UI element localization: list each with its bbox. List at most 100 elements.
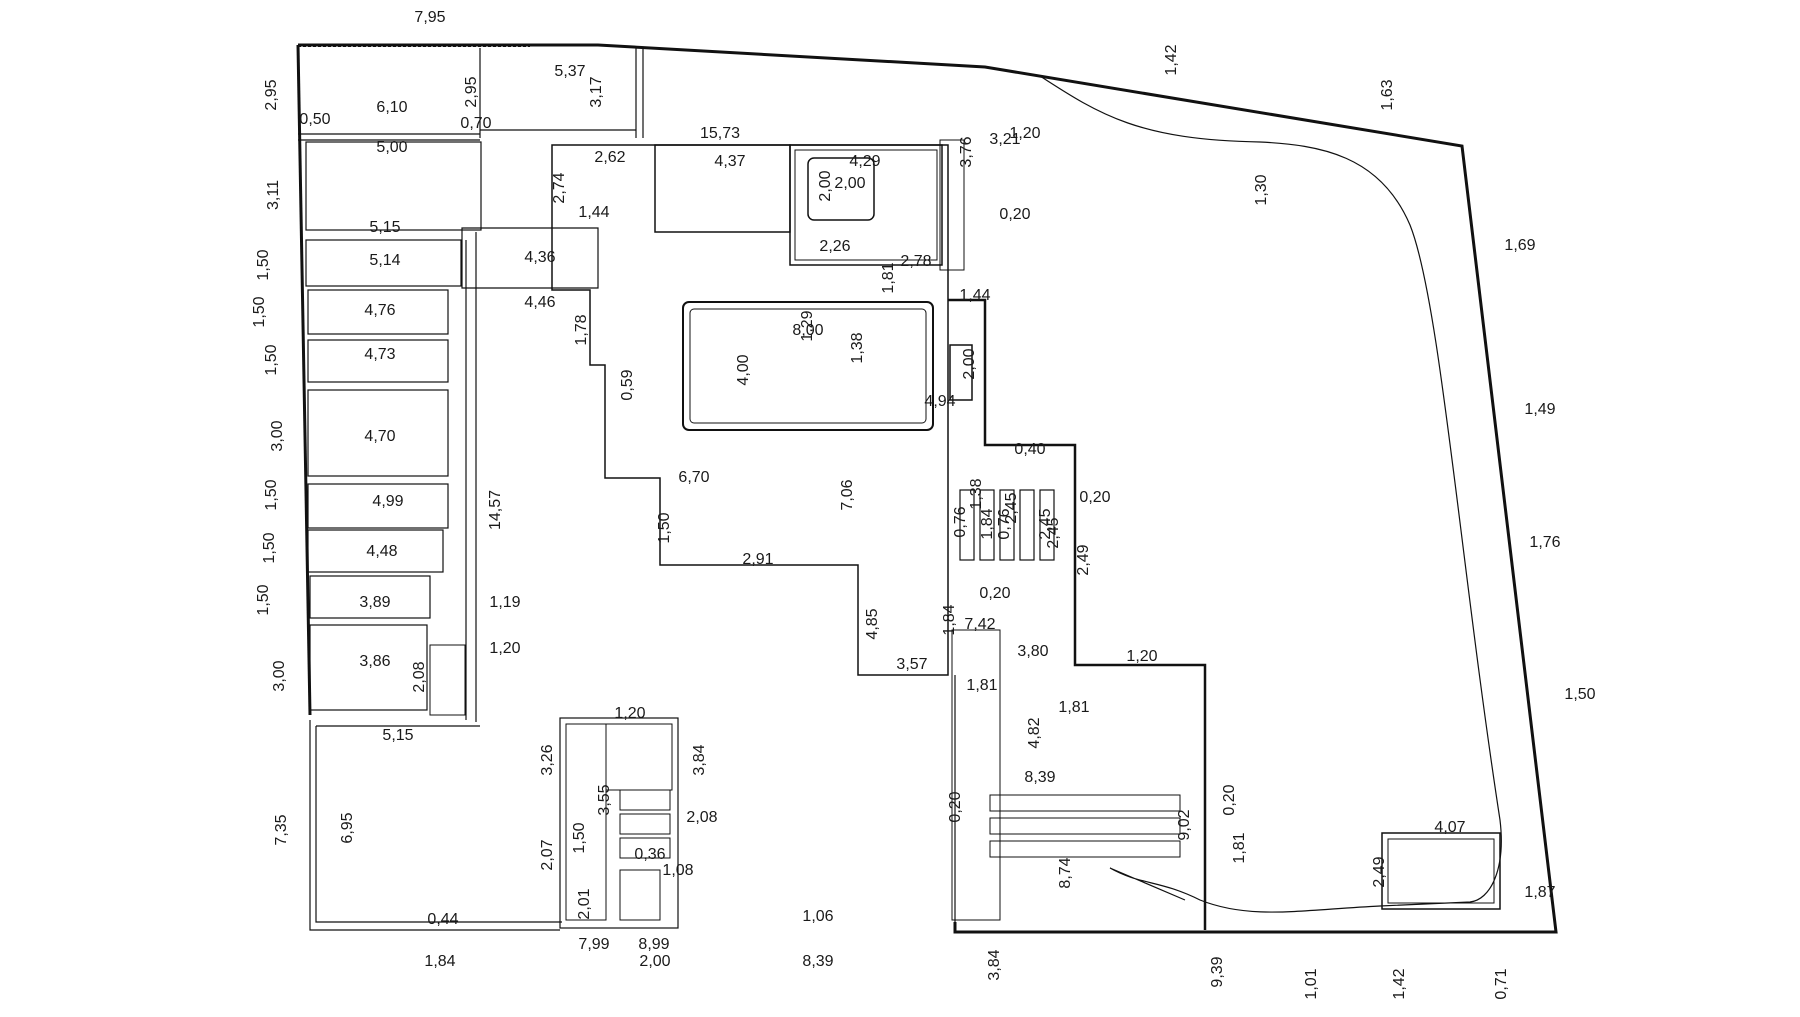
dimension-label: 1,08 [662,862,693,879]
dimension-label: 1,06 [802,908,833,925]
dimension-label: 2,49 [1075,544,1092,575]
dimension-label: 4,76 [364,302,395,319]
dimension-label: 1,81 [966,677,997,694]
dimension-label: 1,84 [979,508,996,539]
dimension-label: 1,49 [1524,401,1555,418]
dimension-label: 2,08 [686,809,717,826]
dimension-label: 1,50 [261,532,278,563]
dimension-label: 2,00 [639,953,670,970]
dimension-label: 1,50 [251,296,268,327]
dimension-label: 2,95 [263,79,280,110]
left-rooms [298,48,644,722]
dimension-label: 5,15 [382,727,413,744]
dimension-label: 6,70 [678,469,709,486]
dimension-label: 7,35 [273,814,290,845]
dimension-label: 2,07 [539,839,556,870]
dimension-label: 2,45 [1003,492,1020,523]
dimension-label: 1,29 [799,310,816,341]
property-boundary [296,43,1558,934]
dimension-label: 6,95 [339,812,356,843]
dimension-label: 3,84 [691,744,708,775]
dimension-label: 0,44 [427,911,458,928]
dimension-label: 3,84 [986,949,1003,980]
dimension-label: 4,07 [1434,819,1465,836]
dimension-label: 1,01 [1303,968,1320,999]
dimension-label: 1,20 [1126,648,1157,665]
dimension-label: 0,20 [979,585,1010,602]
dimension-label: 1,38 [849,332,866,363]
dimension-label: 8,74 [1057,857,1074,888]
dimension-label: 8,00 [792,322,823,339]
dimension-label: 0,50 [299,111,330,128]
dimension-label: 4,82 [1026,717,1043,748]
dimension-label: 0,40 [1014,441,1045,458]
dimension-label: 3,80 [1017,643,1048,660]
dimension-label: 1,50 [656,512,673,543]
dimension-label: 1,76 [1529,534,1560,551]
dimension-label: 1,50 [263,479,280,510]
stair-block [559,717,679,929]
dimension-label: 4,00 [735,354,752,385]
dimension-label: 9,02 [1176,809,1193,840]
dimension-label: 4,94 [924,393,955,410]
dimension-label: 1,42 [1391,968,1408,999]
dimension-label: 4,36 [524,249,555,266]
dimension-label: 2,49 [1371,856,1388,887]
dimension-label: 2,62 [594,149,625,166]
hot-tub [1381,832,1501,910]
dimension-label: 4,37 [714,153,745,170]
dimension-label: 2,95 [463,76,480,107]
dimension-label: 2,78 [900,253,931,270]
dimension-label: 9,39 [1209,956,1226,987]
dimension-label: 1,20 [1009,125,1040,142]
dimension-label: 2,01 [576,888,593,919]
dimension-label: 1,50 [571,822,588,853]
dimension-label: 8,39 [1024,769,1055,786]
dimension-label: 1,50 [255,249,272,280]
dimension-label: 1,87 [1524,884,1555,901]
dimension-label: 0,76 [952,506,969,537]
dimension-label: 1,63 [1379,79,1396,110]
dimension-label: 0,71 [1493,968,1510,999]
stepping-stones-row [989,794,1181,858]
dimension-label: 3,21 [989,131,1020,148]
dimension-label: 3,57 [896,656,927,673]
dimension-label: 1,42 [1163,44,1180,75]
dimension-label: 3,26 [539,744,556,775]
dimension-label: 2,00 [961,348,978,379]
dimension-label: 5,00 [376,139,407,156]
dimension-label: 3,89 [359,594,390,611]
dimension-label: 4,99 [372,493,403,510]
dimension-label: 0,36 [634,846,665,863]
dimension-label: 0,20 [947,791,964,822]
dimension-label: 1,30 [1253,174,1270,205]
dimension-label: 4,29 [849,153,880,170]
dimension-label: 1,69 [1504,237,1535,254]
dimension-label: 14,57 [487,490,504,530]
dimension-label: 0,76 [996,508,1013,539]
dimension-label: 1,78 [573,314,590,345]
dimension-label: 15,73 [700,125,740,142]
dimension-label: 2,74 [551,172,568,203]
dimension-label: 5,14 [369,252,400,269]
dimension-label: 4,70 [364,428,395,445]
dimension-label: 1,50 [263,344,280,375]
dimension-label: 1,84 [424,953,455,970]
dimension-label: 2,91 [742,551,773,568]
dimension-label: 3,11 [265,180,282,210]
dimension-label: 7,95 [414,9,445,26]
dimension-label: 0,59 [619,369,636,400]
dimension-label: 2,08 [411,661,428,692]
dimension-label: 3,86 [359,653,390,670]
dimension-label: 1,38 [968,478,985,509]
dimension-label: 1,84 [941,604,958,635]
dimension-label: 3,17 [588,76,605,107]
dimension-label: 5,15 [369,219,400,236]
deck-chairs [959,489,1055,561]
dimension-label: 0,20 [999,206,1030,223]
dimension-label: 8,39 [802,953,833,970]
dimension-label: 6,10 [376,99,407,116]
dimension-label: 0,20 [1221,784,1238,815]
